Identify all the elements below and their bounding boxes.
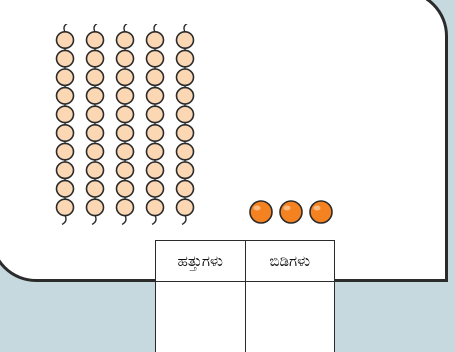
bead [117, 32, 134, 48]
bead [177, 106, 194, 122]
bead [87, 88, 104, 104]
ones-beads [248, 199, 343, 225]
bead [87, 143, 104, 159]
tens-bead-strings [50, 24, 210, 234]
table-answer-row [156, 282, 335, 352]
bead [177, 69, 194, 85]
bead-highlight [314, 206, 321, 211]
bead-highlight [254, 206, 261, 211]
bead [177, 88, 194, 104]
string-top-loop [184, 24, 188, 32]
bead [87, 32, 104, 48]
bead [57, 88, 74, 104]
bead [57, 162, 74, 178]
bead [177, 50, 194, 66]
bead [57, 125, 74, 141]
bead [177, 32, 194, 48]
bead [147, 181, 164, 197]
bead [117, 88, 134, 104]
bead-string [117, 24, 134, 224]
bead [177, 181, 194, 197]
bead [117, 125, 134, 141]
bead [147, 32, 164, 48]
string-bottom-loop [122, 215, 126, 224]
bead [87, 50, 104, 66]
bead [147, 50, 164, 66]
bead [87, 181, 104, 197]
bead [87, 199, 104, 215]
bead [117, 50, 134, 66]
place-value-table: ಹತ್ತುಗಳು ಬಿಡಿಗಳು [155, 240, 335, 352]
bead [117, 143, 134, 159]
tens-answer-cell[interactable] [156, 282, 246, 352]
bead [147, 162, 164, 178]
string-top-loop [94, 24, 98, 32]
string-top-loop [124, 24, 128, 32]
header-tens: ಹತ್ತುಗಳು [156, 241, 246, 282]
bead [177, 162, 194, 178]
bead [87, 69, 104, 85]
string-top-loop [154, 24, 158, 32]
bead-string [147, 24, 164, 224]
bead [117, 162, 134, 178]
bead [147, 199, 164, 215]
bead [177, 199, 194, 215]
string-bottom-loop [152, 215, 156, 224]
bead [117, 106, 134, 122]
bead [177, 143, 194, 159]
string-bottom-loop [62, 215, 66, 224]
bead [87, 106, 104, 122]
bead [87, 162, 104, 178]
bead [117, 199, 134, 215]
bead [57, 143, 74, 159]
header-ones: ಬಿಡಿಗಳು [245, 241, 335, 282]
bead-highlight [284, 206, 291, 211]
bead [147, 106, 164, 122]
loose-bead [280, 201, 302, 223]
loose-bead [310, 201, 332, 223]
bead [147, 125, 164, 141]
bead [147, 69, 164, 85]
bead [57, 69, 74, 85]
bead [147, 88, 164, 104]
bead [57, 199, 74, 215]
loose-bead [250, 201, 272, 223]
bead [117, 181, 134, 197]
bead-string [57, 24, 74, 224]
string-top-loop [64, 24, 68, 32]
bead [177, 125, 194, 141]
bead [57, 106, 74, 122]
bead-string [177, 24, 194, 224]
string-bottom-loop [92, 215, 96, 224]
bead [57, 32, 74, 48]
bead [87, 125, 104, 141]
bead [57, 181, 74, 197]
bead [57, 50, 74, 66]
bead [147, 143, 164, 159]
table-header-row: ಹತ್ತುಗಳು ಬಿಡಿಗಳು [156, 241, 335, 282]
string-bottom-loop [182, 215, 186, 224]
ones-answer-cell[interactable] [245, 282, 335, 352]
bead [117, 69, 134, 85]
bead-string [87, 24, 104, 224]
